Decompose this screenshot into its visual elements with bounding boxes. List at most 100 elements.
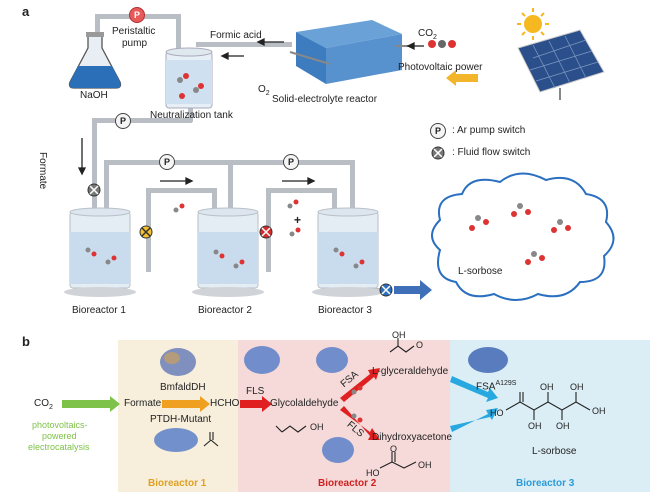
solid-electrolyte-reactor-label: Solid-electrolyte reactor [272,94,378,105]
ptdh-mutant-label: PTDH-Mutant [150,414,212,425]
peristaltic-pump-label-2: pump [122,38,148,49]
neutralization-tank-label: Neutralization tank [150,110,233,121]
l-sorbose-oh-1: OH [540,382,554,392]
pipe-b1-b2 [146,188,216,193]
naoh-label: NaOH [80,90,108,101]
enzyme-fls-1 [244,346,280,374]
fluid-flow-switch-icons [87,146,445,297]
peristaltic-pump-label-1: Peristaltic [112,26,156,37]
photovoltaic-power-label: Photovoltaic power [398,62,483,73]
co2-label-a: CO2 [418,28,437,41]
flow-arrows [77,37,424,186]
pipe-b3-down [332,188,337,210]
blue-arrow-down [450,408,498,432]
sun-icon [517,8,549,40]
l-sorbose-oh-4: OH [556,421,570,431]
bioreactor-1-vessel [64,207,136,297]
formic-acid-label: Formic acid [210,30,262,41]
ar-pump-switch-1: P [115,113,131,129]
legend-ar-pump-switch: : Ar pump switch [452,125,526,136]
hcho-structure [203,432,219,447]
orange-arrow [162,396,210,412]
fsa-substrate-molecules [351,385,363,423]
red-arrow-1 [240,396,272,412]
l-sorbose-oh-2: OH [570,382,584,392]
dha-o: O [390,444,398,454]
bioreactor-2-vessel [192,207,264,297]
enzyme-bmfalddh [160,348,196,376]
bmfalddh-label: BmfaldDH [160,382,206,393]
dihydroxyacetone-structure [379,452,417,469]
bioreactor-1-label: Bioreactor 1 [72,305,126,316]
formate-label-vertical: Formate [37,152,48,190]
dihydroxyacetone-label: Dihydroxyacetone [372,432,453,443]
blue-arrow-up [450,376,498,402]
section-2-title: Bioreactor 2 [318,478,377,489]
legend-fluid-flow-switch: : Fluid flow switch [452,147,531,158]
photovoltaic-arrow [446,70,478,86]
co2-label-b: CO2 [34,398,53,411]
glycolaldehyde-structure [275,425,307,433]
fsa-mutant-label: FSAA129S [476,380,517,393]
pipe-formic-acid [196,42,292,47]
peristaltic-pump-icon: P [129,7,145,23]
enzyme-ptdh-mutant [154,428,198,452]
dha-oh: OH [418,460,432,470]
green-arrow [62,396,120,412]
fls-label-1: FLS [246,386,265,397]
section-1-title: Bioreactor 1 [148,478,207,489]
photovoltaics-note-1: photovoltaics- [32,420,88,430]
photovoltaics-note-3: electrocatalysis [28,442,90,452]
pipe-manifold-b3 [350,160,355,212]
pipe-tank-to-left [92,118,192,123]
solar-panel-icon [517,29,605,100]
pipe-naoh-down [95,14,100,36]
l-sorbose-oh-5: OH [592,406,606,416]
pipe-formate-down [92,118,97,214]
ar-pump-switch-2: P [159,154,175,170]
naoh-flask [68,32,122,89]
red-arrow-up [340,368,380,402]
pipe-pump-to-tank [176,14,181,52]
photovoltaics-note-2: powered [42,431,77,441]
hcho-label: HCHO [210,398,240,409]
l-sorbose-structure [505,392,591,420]
bioreactor-molecules: + [85,199,365,269]
neutralization-tank [165,47,213,109]
pipe-manifold-b1 [104,160,109,212]
section-3-title: Bioreactor 3 [516,478,575,489]
outflow-arrow [394,280,432,300]
enzyme-fls-2 [322,437,354,463]
l-sorbose-cloud-label: L-sorbose [458,266,503,277]
red-arrow-down [340,406,380,440]
bioreactor-2-label: Bioreactor 2 [198,305,252,316]
pipe-b2-down [212,188,217,210]
enzyme-fsa-top [316,347,348,373]
glycolaldehyde-oh: OH [310,422,324,432]
pipe-tank-down [188,108,193,122]
panel-b-letter: b [22,334,30,349]
pipe-manifold-mid [228,160,233,212]
bioreactor-3-label: Bioreactor 3 [318,305,372,316]
bioreactor-3-vessel [312,207,384,297]
solid-electrolyte-reactor [289,20,410,84]
svg-text:+: + [294,213,301,227]
glycolaldehyde-label: Glycolaldehyde [270,398,339,409]
glyceraldehyde-o: O [416,340,424,350]
o2-label: O2 [258,84,270,97]
glyceraldehyde-structure [389,338,415,353]
l-glyceraldehyde-label: L-glyceraldehyde [372,366,449,377]
dha-ho: HO [366,468,380,478]
l-sorbose-ho: HO [490,408,504,418]
co2-molecule [428,40,456,48]
l-sorbose-oh-3: OH [528,421,542,431]
panel-a-letter: a [22,4,30,19]
ar-pump-legend-icon: P [430,123,446,139]
glyceraldehyde-oh: OH [392,330,406,340]
formate-label-b: Formate [124,398,162,409]
l-sorbose-cloud [431,172,615,301]
enzyme-fsa-mutant [468,347,508,373]
ar-pump-switch-3: P [283,154,299,170]
pipe-b2-b3 [266,188,336,193]
